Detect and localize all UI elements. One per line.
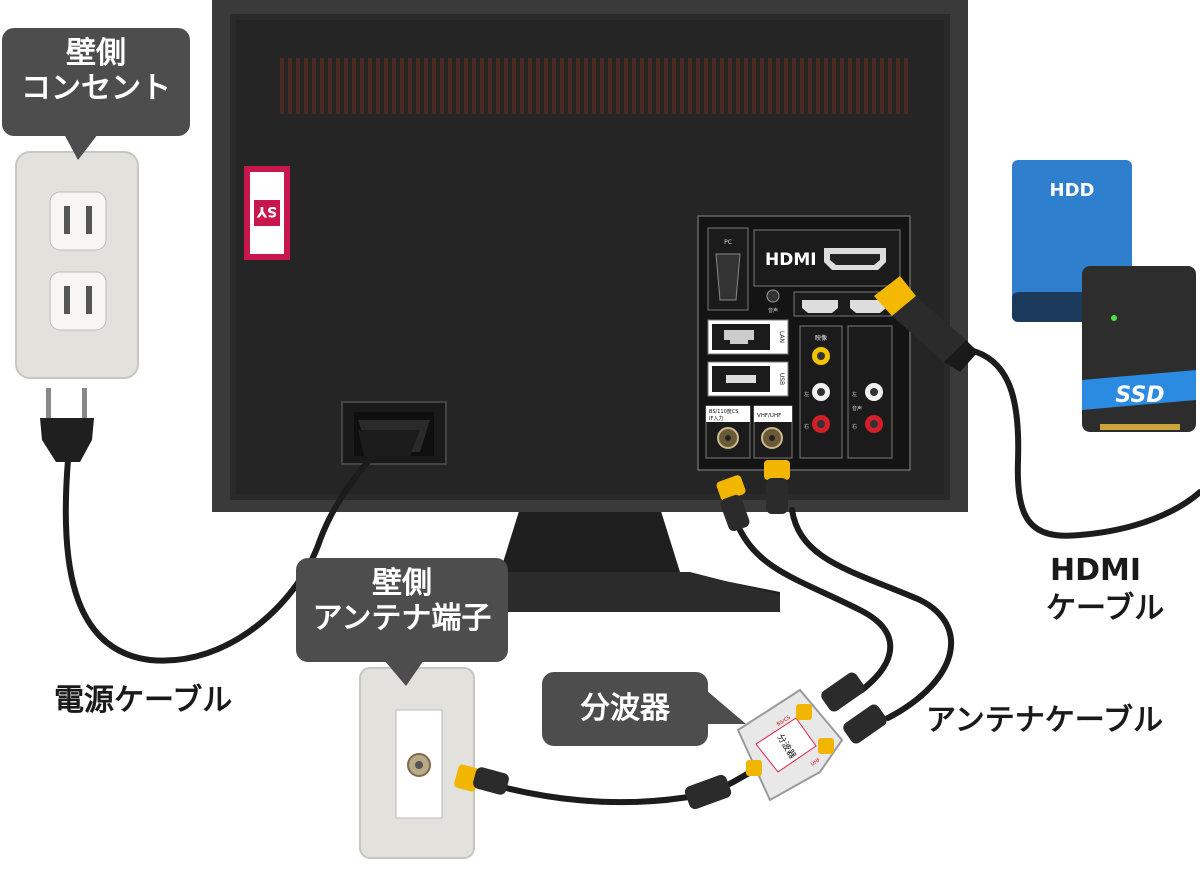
power-cable	[62, 445, 383, 664]
ssd-label: SSD	[1115, 383, 1164, 408]
callout-antenna-terminal: 壁側 アンテナ端子	[296, 558, 508, 662]
port-left-label-1: 左	[804, 391, 809, 398]
splitter-device: 分波器 BS/CS UHF	[736, 688, 844, 802]
port-right-label-1: 右	[804, 423, 809, 430]
wall-antenna-terminal	[359, 667, 475, 859]
antenna-plug-uhf	[764, 460, 790, 514]
callout-splitter-label: 分波器	[580, 691, 670, 726]
port-audio-label-2: 音声	[852, 405, 862, 412]
callout-antenna-terminal-tail	[384, 660, 424, 686]
port-right-label-2: 右	[852, 423, 857, 430]
wall-outlet	[15, 151, 139, 379]
port-left-label-2: 左	[852, 391, 857, 398]
callout-splitter-tail	[706, 690, 746, 724]
port-lan-label: LAN	[778, 331, 785, 343]
sticker-brand: SY	[256, 203, 277, 219]
port-bs-cs-label: BS/110度CS	[709, 408, 738, 415]
antenna-cable-uhf	[789, 507, 955, 721]
port-hdmi-label: HDMI	[765, 250, 817, 270]
callout-wall-outlet-tail	[64, 134, 98, 160]
port-usb-label: USB	[778, 373, 785, 385]
hdd-label: HDD	[1050, 180, 1095, 201]
port-pc-label: PC	[724, 239, 732, 246]
callout-wall-outlet-line1: 壁側	[66, 36, 126, 71]
vent-grille	[278, 58, 908, 114]
port-video-label: 映像	[815, 334, 827, 342]
tv-back: SY PC HDMI 音声	[212, 0, 968, 612]
callout-splitter: 分波器	[542, 672, 708, 746]
label-hdmi-cable-line1: HDMI	[1050, 553, 1142, 588]
port-panel: PC HDMI 音声 LAN USB	[697, 215, 911, 471]
callout-wall-outlet-line2: コンセント	[21, 71, 171, 107]
ssd-device: SSD	[1082, 266, 1196, 432]
label-power-cable: 電源ケーブル	[54, 683, 233, 718]
splitter-plug-uhf	[843, 704, 887, 744]
splitter-port-b: UHF	[810, 757, 822, 768]
hdmi-cable	[967, 347, 1200, 539]
callout-antenna-terminal-line2: アンテナ端子	[312, 601, 492, 637]
port-bs-cs-sublabel: IF入力	[709, 415, 723, 422]
splitter-plug-in	[684, 774, 732, 810]
power-plug	[40, 388, 94, 462]
label-antenna-cable: アンテナケーブル	[926, 703, 1163, 738]
antenna-plug-wall	[454, 764, 509, 795]
label-hdmi-cable-line2: ケーブル	[1046, 591, 1165, 626]
callout-antenna-terminal-line1: 壁側	[372, 566, 432, 601]
antenna-cable-bs	[737, 527, 894, 693]
port-headphone-label: 音声	[768, 307, 778, 314]
splitter-plug-bs	[821, 672, 865, 712]
antenna-cable-wall	[467, 765, 763, 806]
antenna-plug-bs	[716, 475, 750, 532]
hdmi-plug	[874, 276, 978, 372]
label-sticker: SY	[244, 166, 290, 260]
callout-wall-outlet: 壁側 コンセント	[2, 28, 190, 136]
port-vhf-uhf-label: VHF/UHF	[757, 413, 781, 419]
